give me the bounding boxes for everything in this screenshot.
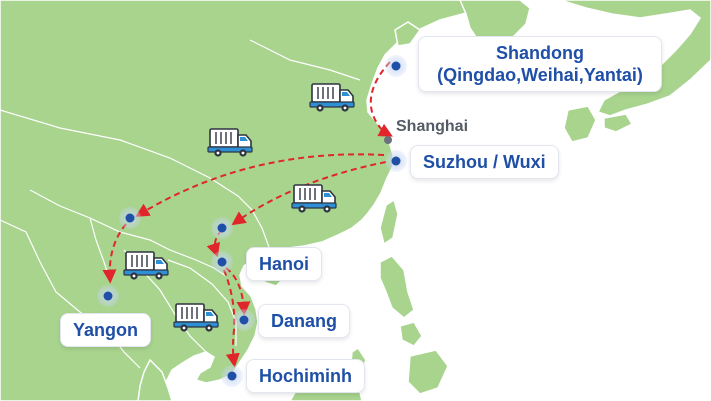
shikoku <box>603 113 634 133</box>
label-hochiminh[interactable]: Hochiminh <box>246 359 365 393</box>
location-pin-icon[interactable] <box>384 136 392 144</box>
label-hanoi[interactable]: Hanoi <box>246 247 323 281</box>
location-pin-icon[interactable] <box>385 55 407 77</box>
route-suzhou-kunming <box>135 153 385 217</box>
liaodong-peninsula <box>394 21 422 47</box>
location-pin-icon[interactable] <box>97 285 119 307</box>
mindanao <box>407 349 449 395</box>
malay-peninsula <box>137 358 173 401</box>
route-shandong-shanghai <box>369 61 393 137</box>
label-shandong[interactable]: Shandong (Qingdao,Weihai,Yantai) <box>418 36 662 92</box>
route-hanoi-hochiminh <box>223 269 240 368</box>
location-pin-icon[interactable] <box>119 207 141 229</box>
location-pin-icon[interactable] <box>385 150 407 172</box>
location-pin-icon[interactable] <box>211 217 233 239</box>
label-suzhou-wuxi[interactable]: Suzhou / Wuxi <box>410 145 559 179</box>
label-shanghai[interactable]: Shanghai <box>396 118 469 135</box>
label-shandong-name: Shandong <box>496 43 584 63</box>
taiwan <box>379 198 399 246</box>
label-shandong-cities: (Qingdao,Weihai,Yantai) <box>437 65 643 85</box>
luzon <box>379 255 415 319</box>
label-danang[interactable]: Danang <box>258 304 351 338</box>
location-pin-icon[interactable] <box>233 309 255 331</box>
location-pin-icon[interactable] <box>221 365 243 387</box>
markers <box>97 55 407 387</box>
visayas <box>399 321 423 347</box>
kyushu <box>563 105 597 143</box>
label-yangon[interactable]: Yangon <box>60 313 152 347</box>
location-pin-icon[interactable] <box>211 251 233 273</box>
route-kunming-yangon <box>102 223 127 284</box>
